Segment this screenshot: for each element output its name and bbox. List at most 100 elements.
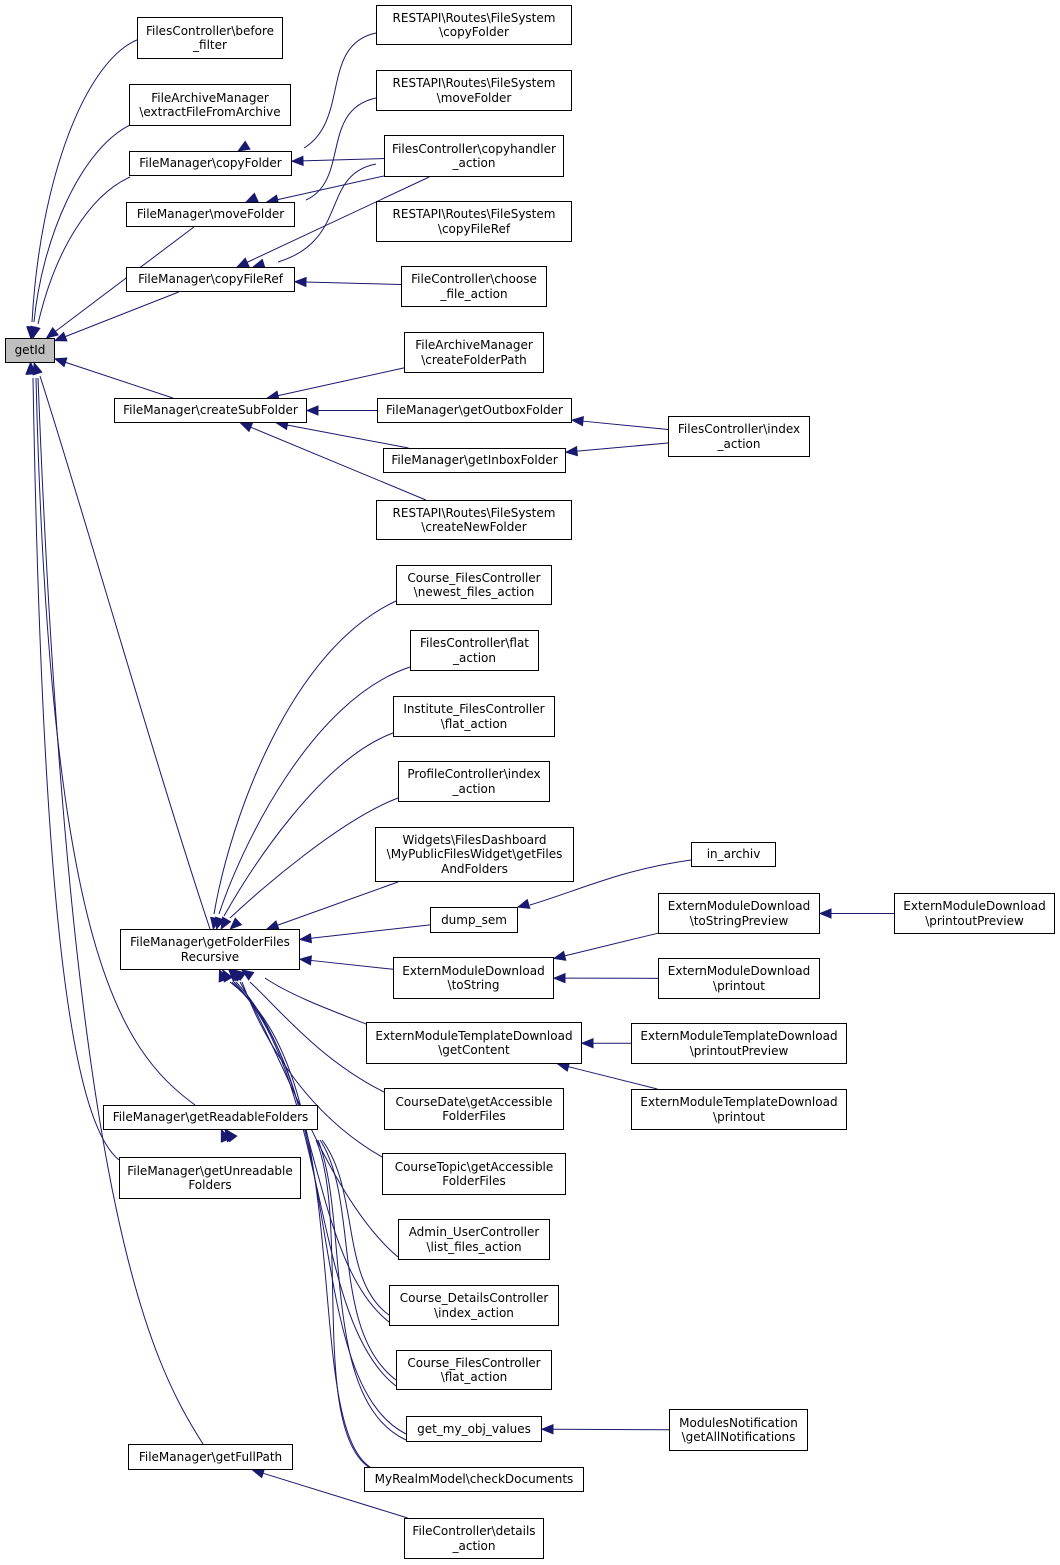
node-widgets: Widgets\FilesDashboard\MyPublicFilesWidg…	[375, 827, 574, 882]
edge-fc_copyhandler-to-fm_moveFolder	[276, 175, 385, 201]
edge-fm_getFullPath-to-getId	[37, 377, 204, 1445]
node-fm_getOutbox: FileManager\getOutboxFolder	[377, 398, 572, 423]
edge-emd_toString-to-fm_getFolderFilesRecursive	[309, 959, 394, 970]
node-label-line: Admin_UserController	[408, 1225, 540, 1239]
edge-dump_sem-to-fm_getFolderFilesRecursive-arrow	[298, 932, 313, 944]
edge-cdc_index-to-fm_getReadableFolders	[321, 1139, 390, 1316]
node-cfc_flat: Course_FilesController\flat_action	[396, 1350, 552, 1390]
node-label-line: in_archiv	[706, 847, 761, 862]
node-label-line: \createNewFolder	[421, 520, 527, 534]
edge-fc_index-to-fm_getOutbox	[581, 420, 669, 431]
node-fm_createSubFolder: FileManager\createSubFolder	[114, 398, 307, 423]
edge-fm_moveFolder-to-getId-arrow	[45, 326, 59, 339]
node-emd_printout: ExternModuleDownload\printout	[658, 958, 820, 999]
edge-widgets-to-fm_getFolderFilesRecursive	[276, 881, 399, 927]
node-label-line: \newest_files_action	[413, 585, 535, 599]
edge-mn_getAll-to-get_my_obj-arrow	[540, 1424, 554, 1435]
edge-auc_list-to-fm_getFolderFilesRecursive-arrow	[222, 968, 234, 983]
node-label-line: \MyPublicFilesWidget\getFiles	[386, 847, 563, 862]
edge-mrm_check-to-fm_getFolderFilesRecursive	[229, 981, 371, 1468]
edge-fam_extract-to-getId	[33, 124, 131, 323]
edge-get_my_obj-to-fm_getReadableFolders	[317, 1139, 407, 1441]
node-emtd_getContent: ExternModuleTemplateDownload\getContent	[366, 1022, 582, 1064]
edge-filec_choose-to-fm_copyFileRef	[304, 281, 402, 286]
node-label-line: \copyFileRef	[437, 221, 511, 236]
edge-rest_copyFileRef-to-fm_copyFileRef	[277, 163, 377, 263]
node-label-line: \toString	[447, 978, 500, 992]
node-label-line: \getContent	[438, 1043, 510, 1057]
edge-fam_createFolderPath-to-fm_createSubFolder	[276, 367, 405, 397]
node-label-line: FileManager\copyFolder	[139, 156, 282, 171]
node-cdc_index: Course_DetailsController\index_action	[389, 1285, 559, 1326]
edge-rest_createNewFolder-to-fm_createSubFolder	[249, 426, 427, 501]
edge-cfc_newest-to-fm_getFolderFilesRecursive	[213, 600, 397, 915]
node-label-line: FolderFiles	[442, 1174, 506, 1188]
edge-emtd_printout-to-emtd_getContent	[567, 1065, 658, 1090]
node-label-line: FileManager\copyFileRef	[138, 272, 283, 287]
edge-cfc_flat-to-fm_getFolderFilesRecursive	[233, 981, 397, 1387]
node-label-line: \extractFileFromArchive	[139, 105, 281, 119]
edge-rest_copyFolder-to-fm_copyFolder-arrow	[237, 140, 251, 152]
node-emd_toString: ExternModuleDownload\toString	[393, 957, 554, 999]
edge-cfc_flat-to-fm_getReadableFolders	[319, 1139, 397, 1381]
edge-fc_copyhandler-to-fm_copyFileRef	[246, 176, 430, 264]
edge-fc_flat-to-fm_getFolderFilesRecursive	[218, 666, 411, 915]
edge-dump_sem-to-fm_getFolderFilesRecursive	[309, 924, 431, 939]
node-filec_details: FileController\details_action	[404, 1518, 544, 1559]
edge-fm_getReadableFolders-to-getId	[35, 377, 196, 1106]
edge-fm_copyFileRef-to-getId-arrow	[53, 331, 68, 342]
node-fam_extract: FileArchiveManager\extractFileFromArchiv…	[129, 84, 291, 126]
node-fm_getInbox: FileManager\getInboxFolder	[383, 448, 566, 473]
edge-ifc_flat-to-fm_getFolderFilesRecursive-arrow	[220, 916, 232, 931]
edge-fm_copyFileRef-to-getId	[64, 291, 179, 338]
edge-fc_index-to-fm_getOutbox-arrow	[570, 415, 584, 427]
node-dump_sem: dump_sem	[430, 907, 518, 933]
node-label-line: FileManager\getFolderFiles	[130, 935, 290, 949]
node-label-line: FilesController\index	[677, 422, 801, 436]
edge-fm_copyFolder-to-getId-arrow	[30, 325, 41, 340]
node-label-line: \printoutPreview	[689, 1043, 789, 1058]
node-fam_createFolderPath: FileArchiveManager\createFolderPath	[404, 332, 544, 373]
node-label-line: FolderFiles	[442, 1109, 506, 1123]
node-label-line: Institute_FilesController	[403, 702, 545, 716]
node-pc_index: ProfileController\index_action	[398, 761, 550, 802]
node-label-line: \getAllNotifications	[681, 1430, 796, 1444]
node-label-line: Widgets\FilesDashboard	[402, 832, 547, 847]
node-label-line: _filter	[193, 38, 227, 52]
node-fm_getFullPath: FileManager\getFullPath	[128, 1444, 293, 1470]
node-rest_moveFolder: RESTAPI\Routes\FileSystem\moveFolder	[376, 70, 572, 111]
edge-emtd_printoutPreview-to-emtd_getContent-arrow	[580, 1037, 594, 1049]
edge-fm_getOutbox-to-fm_createSubFolder-arrow	[305, 405, 319, 416]
node-mn_getAll: ModulesNotification\getAllNotifications	[669, 1409, 808, 1451]
node-label-line: AndFolders	[441, 861, 508, 876]
edge-emd_toStringPreview-to-emd_toString-arrow	[552, 950, 567, 961]
node-label-line: ProfileController\index	[407, 767, 541, 781]
node-label-line: \printout	[713, 1109, 765, 1124]
edge-fm_copyFolder-to-getId	[37, 176, 131, 325]
node-fm_moveFolder: FileManager\moveFolder	[126, 202, 295, 227]
edge-fc_copyhandler-to-fm_copyFolder	[301, 158, 385, 162]
node-label-line: Course_FilesController	[407, 1355, 541, 1370]
node-label-line: FileManager\moveFolder	[136, 207, 285, 222]
edge-fm_createSubFolder-to-getId-arrow	[53, 357, 68, 368]
edge-rest_copyFolder-to-fm_copyFolder	[303, 32, 377, 149]
node-label-line: FilesController\before	[145, 23, 275, 38]
node-label-line: RESTAPI\Routes\FileSystem	[392, 505, 556, 520]
node-rest_copyFolder: RESTAPI\Routes\FileSystem\copyFolder	[376, 5, 572, 45]
edge-emtd_getContent-to-fm_getFolderFilesRecursive	[264, 977, 367, 1025]
edge-emd_printout-to-emd_toString-arrow	[552, 972, 566, 984]
node-label-line: ExternModuleDownload	[402, 963, 545, 978]
node-cfc_newest: Course_FilesController\newest_files_acti…	[396, 565, 552, 605]
node-getId: getId	[5, 338, 55, 363]
node-label-line: \index_action	[434, 1305, 514, 1320]
edge-fm_getInbox-to-fm_createSubFolder	[286, 424, 409, 449]
node-label-line: FileManager\getReadableFolders	[112, 1110, 309, 1125]
edge-emd_toString-to-fm_getFolderFilesRecursive-arrow	[298, 955, 312, 966]
node-label-line: Folders	[188, 1178, 232, 1192]
node-label-line: FilesController\flat	[419, 636, 530, 650]
node-label-line: FileManager\getInboxFolder	[391, 453, 558, 468]
